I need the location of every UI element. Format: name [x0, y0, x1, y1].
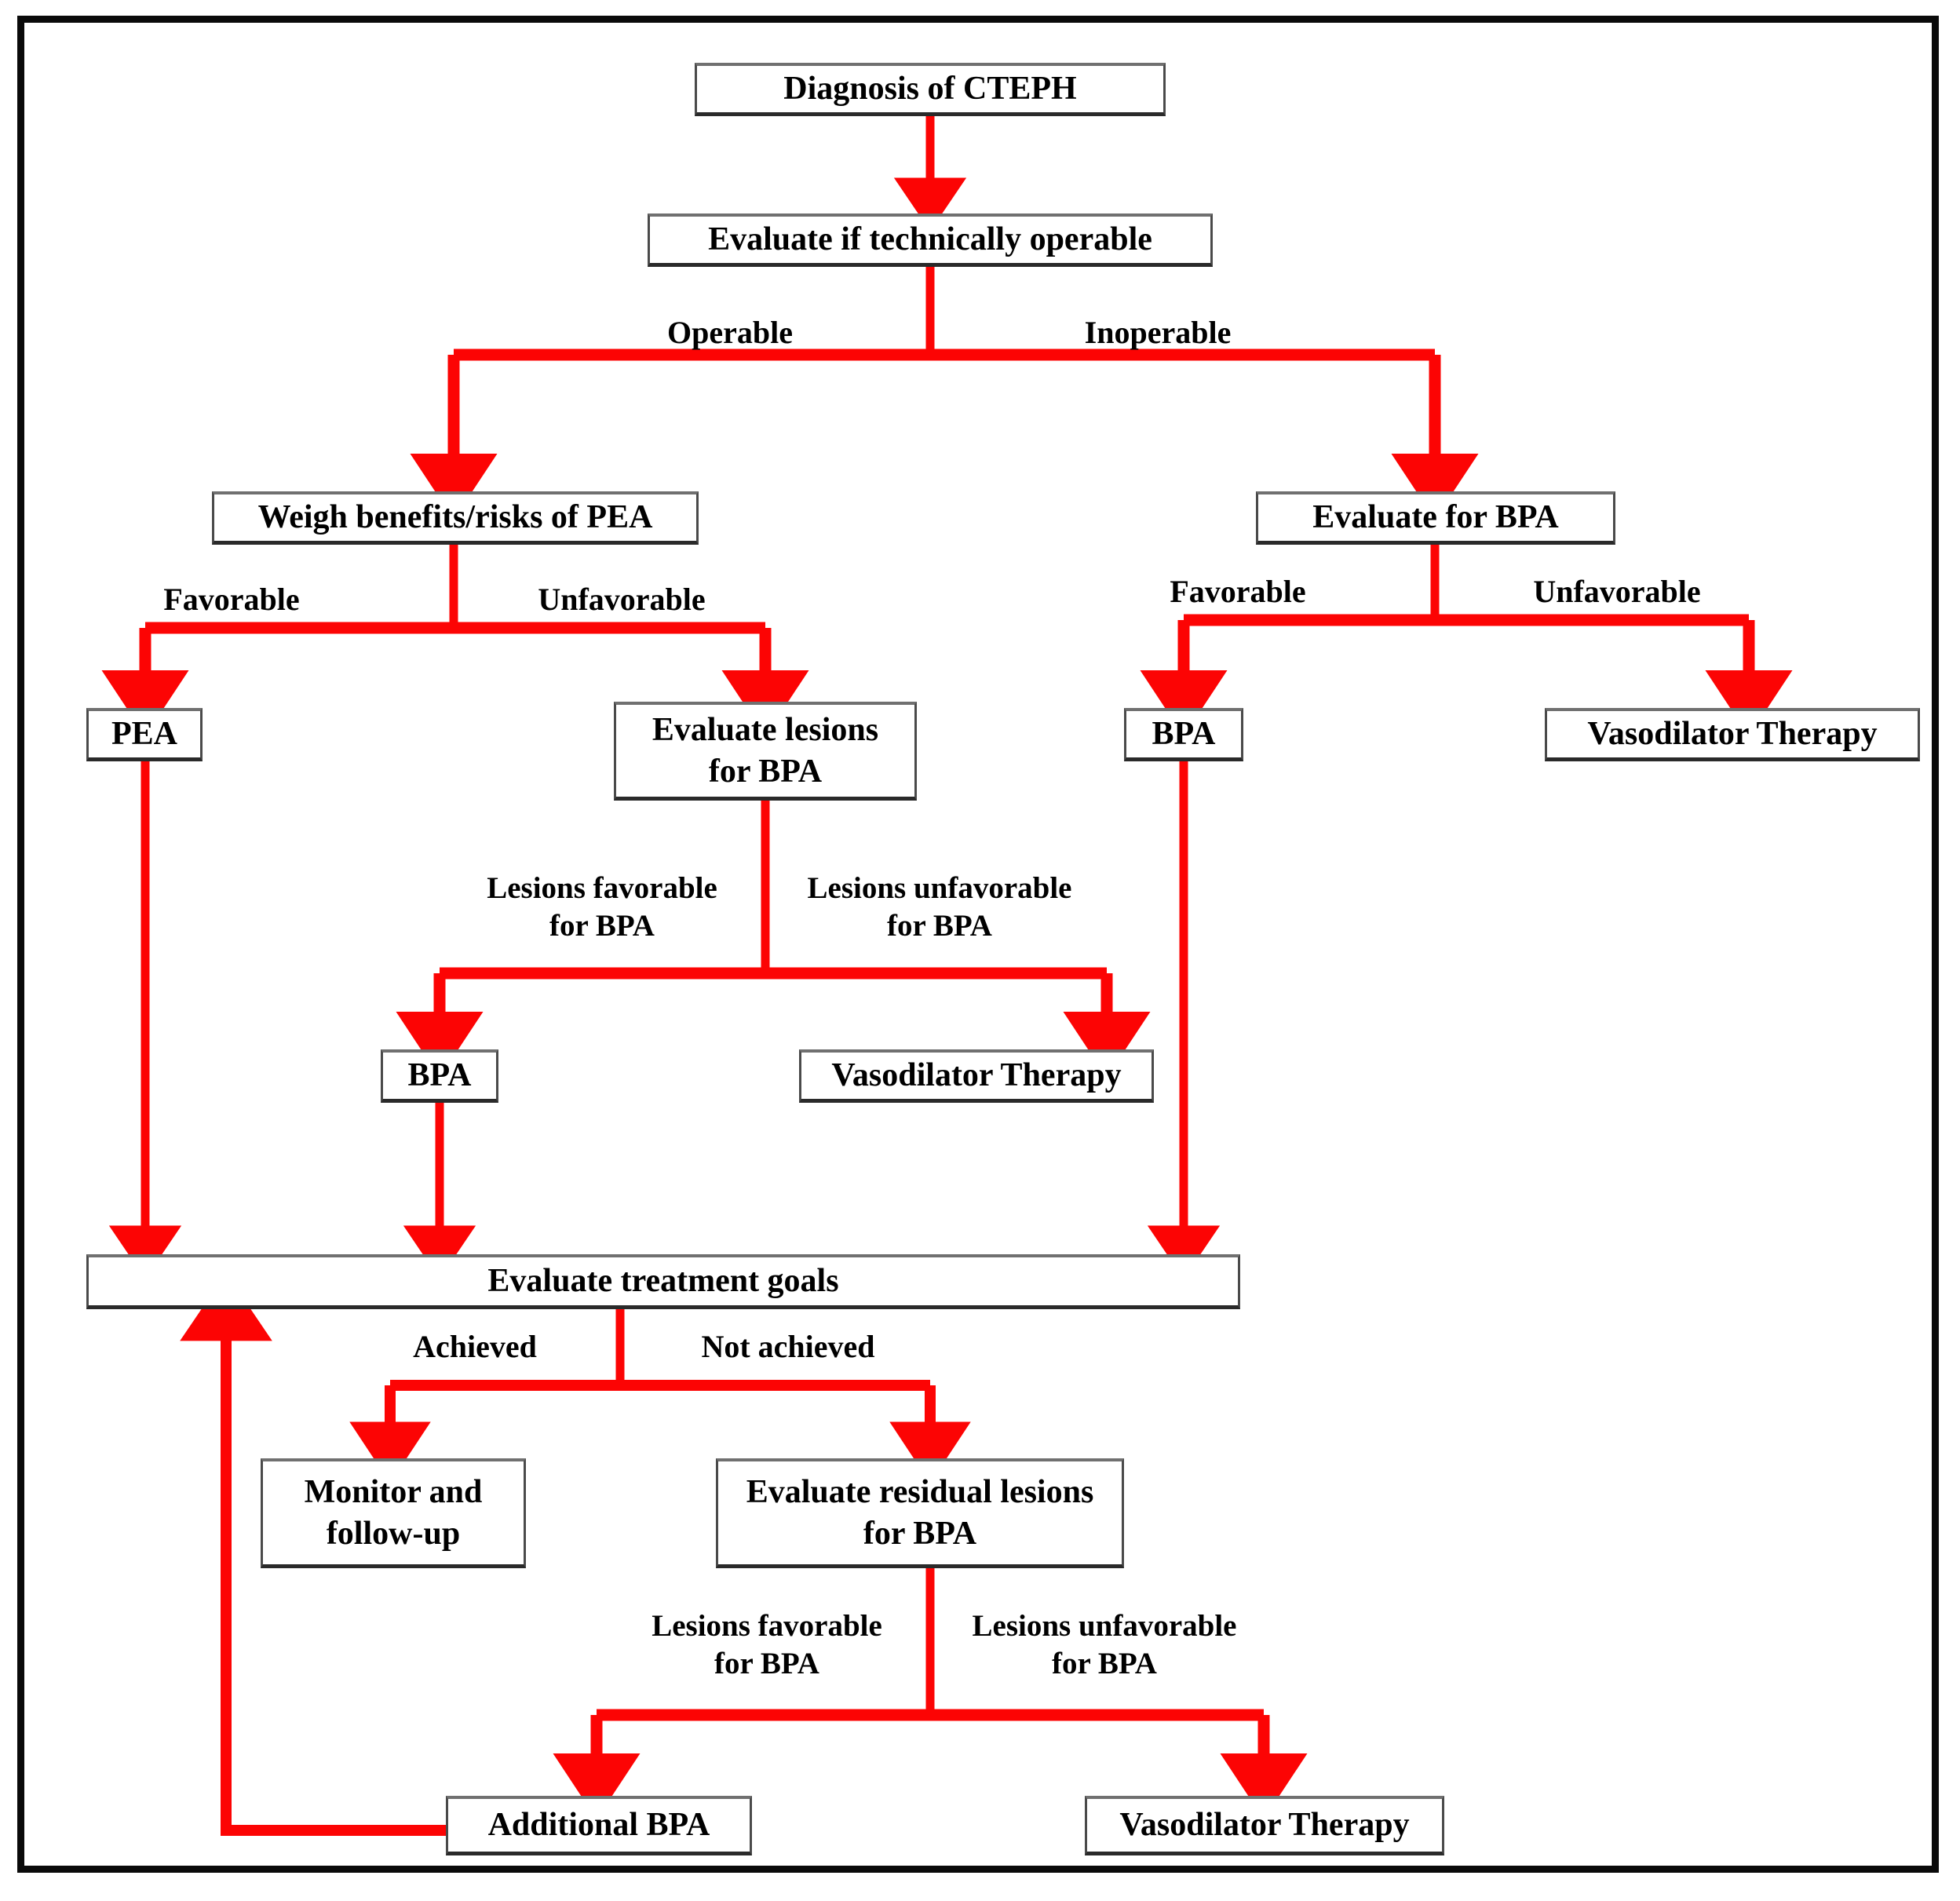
node-weigh-benefits-risks-of-pea[interactable]: Weigh benefits/risks of PEA — [212, 491, 699, 545]
edge-label-favorable-pea: Favorable — [163, 582, 300, 617]
node-evaluate-for-bpa[interactable]: Evaluate for BPA — [1256, 491, 1615, 545]
node-evaluate-lesions-for-bpa[interactable]: Evaluate lesions for BPA — [614, 702, 917, 801]
node-evaluate-residual-lesions-for-bpa[interactable]: Evaluate residual lesions for BPA — [716, 1458, 1124, 1568]
edge-label-operable: Operable — [667, 315, 793, 350]
node-evaluate-if-technically-operable[interactable]: Evaluate if technically operable — [648, 213, 1213, 267]
edge-label-lesions-favorable-for-bpa-1: Lesions favorable for BPA — [487, 871, 717, 943]
edge-label-lesions-unfavorable-for-bpa-1: Lesions unfavorable for BPA — [807, 871, 1072, 943]
node-bpa-inoperable[interactable]: BPA — [1124, 708, 1243, 761]
edge-label-inoperable: Inoperable — [1084, 315, 1232, 350]
edge-label-unfavorable-pea: Unfavorable — [538, 582, 706, 617]
node-vasodilator-therapy-lesions-unfavorable[interactable]: Vasodilator Therapy — [799, 1049, 1154, 1103]
node-monitor-and-follow-up[interactable]: Monitor and follow-up — [261, 1458, 526, 1568]
edge-label-lesions-unfavorable-for-bpa-2: Lesions unfavorable for BPA — [972, 1609, 1237, 1680]
node-additional-bpa[interactable]: Additional BPA — [446, 1796, 752, 1855]
node-diagnosis-of-cteph[interactable]: Diagnosis of CTEPH — [695, 63, 1166, 116]
node-bpa-lesions-favorable[interactable]: BPA — [381, 1049, 498, 1103]
edge-label-not-achieved: Not achieved — [701, 1329, 875, 1364]
node-vasodilator-therapy-inoperable[interactable]: Vasodilator Therapy — [1545, 708, 1920, 761]
edge-label-lesions-favorable-for-bpa-2: Lesions favorable for BPA — [652, 1609, 882, 1680]
edge-label-unfavorable-bpa: Unfavorable — [1533, 574, 1701, 609]
node-evaluate-treatment-goals[interactable]: Evaluate treatment goals — [86, 1254, 1240, 1309]
edge-label-achieved: Achieved — [413, 1329, 537, 1364]
node-vasodilator-therapy-residual[interactable]: Vasodilator Therapy — [1085, 1796, 1444, 1855]
edge-label-favorable-bpa: Favorable — [1170, 574, 1306, 609]
node-pea[interactable]: PEA — [86, 708, 203, 761]
